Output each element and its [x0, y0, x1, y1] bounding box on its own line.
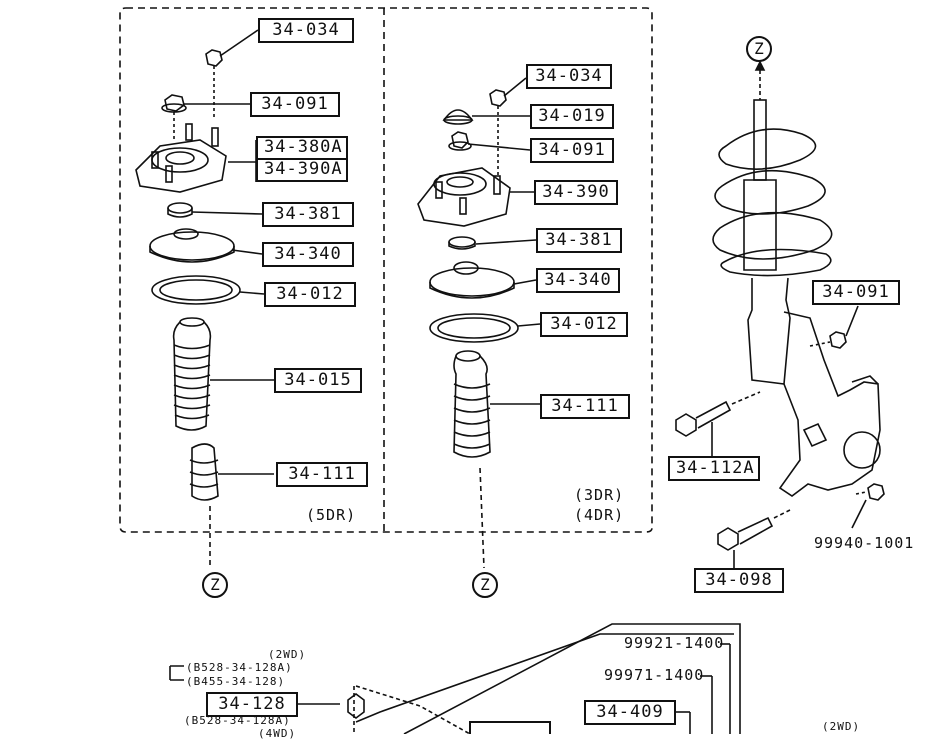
part-label-34-091-3dr[interactable]: 34-091 [530, 138, 614, 164]
part-label-34-091-5dr[interactable]: 34-091 [250, 92, 340, 118]
bolt-34-112A [675, 391, 761, 456]
bound-stopper-34-381-5dr [167, 202, 263, 218]
part-label-34-111-5dr[interactable]: 34-111 [276, 462, 368, 488]
strut-mount-5dr [135, 123, 257, 193]
bump-stop-34-111-5dr [189, 443, 274, 568]
part-label-34-091-knuckle[interactable]: 34-091 [812, 280, 900, 306]
part-label-34-390-3dr[interactable]: 34-390 [534, 180, 618, 206]
z-marker-middle: Z [472, 572, 498, 598]
part-label-34-034-5dr[interactable]: 34-034 [258, 18, 354, 44]
part-label-34-012-5dr[interactable]: 34-012 [264, 282, 356, 308]
bound-stopper-34-381-3dr [448, 236, 537, 250]
part-label-34-380A-5dr[interactable]: 34-380A [256, 136, 348, 160]
part-label-34-015-5dr[interactable]: 34-015 [274, 368, 362, 394]
bolt-34-098 [717, 509, 791, 570]
part-label-34-098[interactable]: 34-098 [694, 568, 784, 594]
cap-34-019-3dr [442, 109, 530, 125]
z-marker-left: Z [202, 572, 228, 598]
part-label-34-340-3dr[interactable]: 34-340 [536, 268, 620, 294]
note-b455-34-128: (B455-34-128) [186, 675, 286, 688]
part-label-34-012-3dr[interactable]: 34-012 [540, 312, 628, 338]
bottom-stabilizer-lines [169, 623, 741, 734]
spring-rubber-34-012-3dr [429, 313, 541, 343]
spring-rubber-34-012-5dr [151, 275, 265, 305]
group-box-5dr [119, 7, 653, 533]
note-2wd: (2WD) [268, 648, 307, 661]
strut-mount-3dr [417, 167, 534, 227]
note-2wd-right: (2WD) [822, 720, 861, 733]
part-label-99921-1400[interactable]: 99921-1400 [624, 634, 725, 652]
nut-34-091-5dr [161, 94, 250, 142]
part-label-34-381-3dr[interactable]: 34-381 [536, 228, 622, 254]
part-label-34-381-5dr[interactable]: 34-381 [262, 202, 354, 228]
dust-boot-34-015-5dr [172, 317, 274, 431]
part-label-34-034-3dr[interactable]: 34-034 [526, 64, 612, 90]
nut-34-091-3dr [448, 131, 531, 151]
nut-34-034-3dr [489, 77, 527, 176]
part-label-99971-1400[interactable]: 99971-1400 [604, 666, 705, 684]
part-label-34-409[interactable]: 34-409 [584, 700, 676, 726]
note-b528-34-128a-lower: (B528-34-128A) [184, 714, 291, 727]
nut-99940-1001 [851, 483, 885, 529]
part-label-34-019-3dr[interactable]: 34-019 [530, 104, 614, 130]
nut-34-091-knuckle [809, 305, 859, 349]
nut-34-034-5dr [205, 29, 259, 118]
spring-seat-34-340-3dr [429, 261, 537, 299]
part-label-34-112A[interactable]: 34-112A [668, 456, 760, 482]
spring-seat-34-340-5dr [149, 228, 263, 263]
part-label-34-128[interactable]: 34-128 [206, 692, 298, 718]
bump-stop-34-111-3dr [453, 350, 540, 569]
note-b528-34-128a: (B528-34-128A) [186, 661, 293, 674]
part-label-99940-1001[interactable]: 99940-1001 [814, 534, 915, 552]
part-label-34-111-3dr[interactable]: 34-111 [540, 394, 630, 420]
strut-assembly [712, 60, 881, 497]
part-label-34-390A-5dr[interactable]: 34-390A [256, 158, 348, 182]
variant-label-4dr: (4DR) [574, 506, 625, 524]
part-label-34-340-5dr[interactable]: 34-340 [262, 242, 354, 268]
variant-label-5dr: (5DR) [306, 506, 357, 524]
variant-label-3dr: (3DR) [574, 486, 625, 504]
z-marker-right: Z [746, 36, 772, 62]
